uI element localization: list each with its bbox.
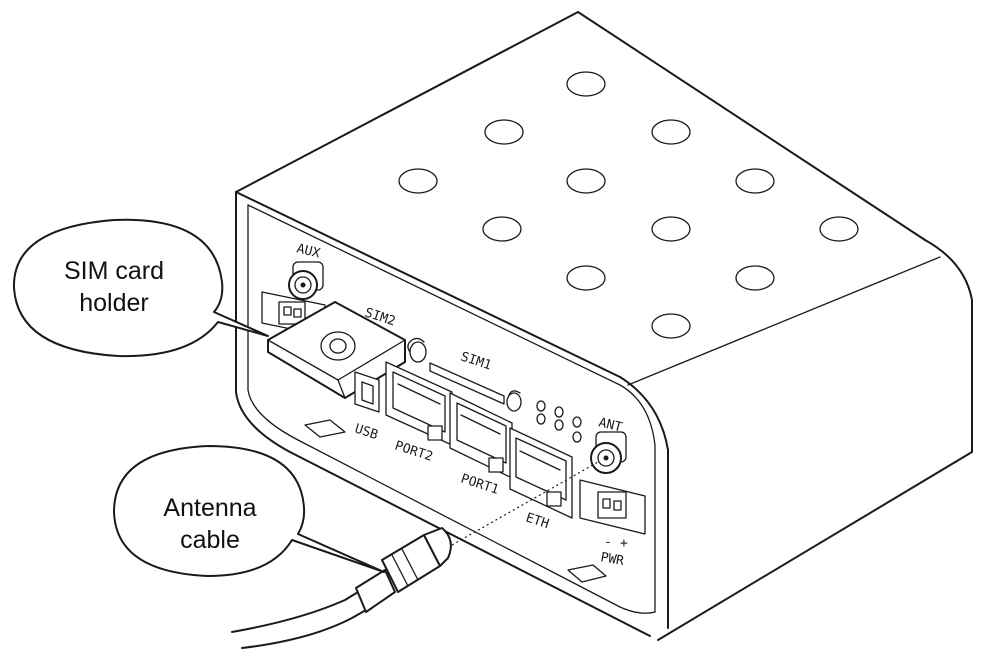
pwr-slot: [613, 500, 622, 511]
led-indicator-icon: [506, 392, 522, 412]
vent-hole: [651, 313, 691, 339]
callout-antenna-line1: Antenna: [163, 494, 256, 522]
front-outer-edge: [235, 191, 651, 637]
sim1-slot: [429, 362, 505, 405]
callout-sim-line2: holder: [79, 289, 149, 317]
power-terminal: [579, 479, 646, 535]
sim1-slot-opening: [429, 362, 505, 405]
cable-line-bottom: [241, 609, 367, 649]
label-pwr-plus: +: [620, 536, 628, 551]
top-right-curve: [924, 239, 973, 301]
cable-connector-tip: [423, 527, 452, 567]
label-pwr: PWR: [599, 550, 625, 569]
led-indicator-icon: [407, 337, 425, 353]
label-ant: ANT: [597, 415, 624, 435]
led-highlight: [508, 390, 521, 396]
usb-port: [354, 371, 380, 413]
rj45-port-icon: [509, 427, 573, 519]
status-led: [536, 400, 546, 412]
cable-connector-ring: [391, 554, 409, 587]
callout-bubble-antenna: [113, 445, 385, 577]
aux-inner: [294, 276, 312, 294]
port1-latch: [488, 457, 504, 473]
front-top-edge: [235, 191, 621, 378]
vent-hole: [566, 265, 606, 291]
aux-terminal-slot: [283, 306, 292, 316]
vent-hole: [398, 168, 438, 194]
port1-contacts: [460, 414, 501, 435]
top-face-edges: [235, 11, 926, 241]
label-sim1: SIM1: [459, 350, 493, 374]
ant-connector: [590, 431, 627, 474]
front-inner-bevel-top: [247, 204, 656, 613]
callout-antenna-cable: Antenna cable: [113, 445, 385, 577]
status-led: [572, 416, 582, 428]
label-port2: PORT2: [393, 439, 435, 465]
port1-cavity: [456, 402, 507, 464]
bottom-tab-left: [304, 419, 346, 438]
port2-rj45: [385, 361, 453, 446]
ant-pin: [603, 455, 609, 461]
vent-hole: [819, 216, 859, 242]
cable-line-top: [231, 591, 359, 633]
sim2-led: [407, 337, 427, 363]
pwr-slot: [602, 498, 611, 509]
bottom-tab-right: [567, 564, 607, 583]
ant-inner: [597, 449, 615, 467]
aux-connector: [288, 261, 324, 300]
eth-contacts: [519, 450, 561, 471]
status-led: [554, 419, 564, 431]
label-port1: PORT1: [459, 472, 501, 498]
status-led-grid: [536, 400, 582, 443]
sim1-led: [506, 390, 522, 412]
callout-bubble-sim: [12, 218, 269, 358]
status-led: [554, 406, 564, 418]
right-face-edges: [657, 299, 973, 641]
port1-rj45: [449, 392, 513, 479]
port2-contacts: [397, 383, 441, 405]
vent-hole: [735, 168, 775, 194]
status-led: [572, 431, 582, 443]
eth-cavity: [515, 437, 567, 501]
callout-sim-line1: SIM card: [64, 257, 164, 285]
port2-cavity: [392, 371, 446, 433]
vent-hole: [651, 119, 691, 145]
label-eth: ETH: [524, 511, 551, 533]
sim-card-tray: [267, 301, 406, 399]
aux-pin: [300, 282, 306, 288]
aux-terminal-slot: [293, 308, 302, 318]
eth-latch: [546, 491, 562, 507]
right-top-bevel: [627, 256, 941, 386]
front-corner-curve: [619, 376, 669, 451]
front-inner-bevel-bottom: [247, 204, 656, 614]
sim-tray-corner: [337, 379, 346, 399]
sim-eject-hole: [329, 338, 347, 354]
vent-hole: [735, 265, 775, 291]
vent-hole: [651, 216, 691, 242]
vent-hole: [484, 119, 524, 145]
antenna-cable: [231, 461, 599, 649]
led-dome: [409, 341, 427, 363]
usb-inner: [361, 381, 374, 405]
eth-rj45: [509, 427, 573, 519]
power-terminal-icon: [597, 491, 627, 519]
label-pwr-minus: -: [604, 535, 612, 550]
cable-connector-ring: [401, 548, 419, 581]
vent-hole: [482, 216, 522, 242]
status-led: [536, 413, 546, 425]
callout-antenna-line2: cable: [180, 526, 240, 554]
cable-strain-relief: [355, 569, 396, 613]
router-body: [235, 11, 973, 641]
vent-hole: [566, 71, 606, 97]
label-usb: USB: [353, 422, 380, 444]
vent-holes: [398, 71, 859, 339]
vent-hole: [566, 168, 606, 194]
port2-latch: [427, 425, 443, 441]
callout-sim-holder: SIM card holder: [12, 218, 269, 358]
label-aux: AUX: [295, 241, 322, 261]
